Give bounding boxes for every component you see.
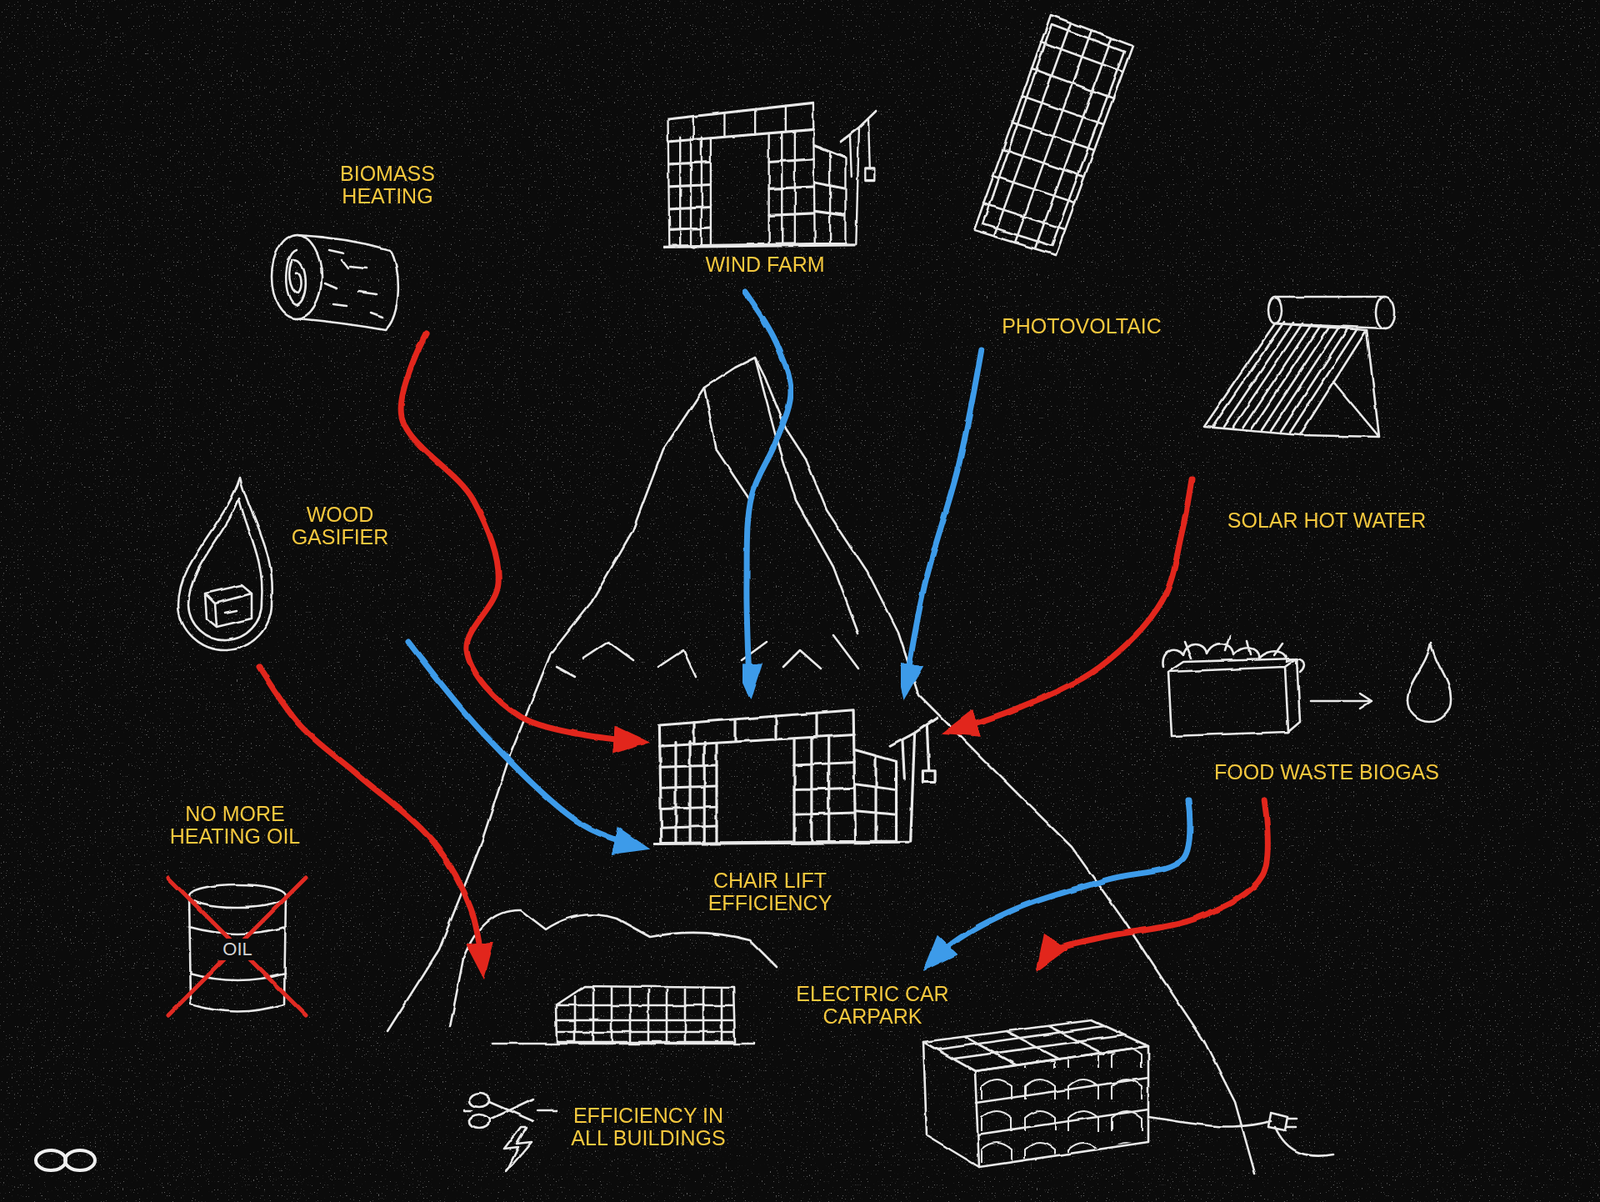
energy-arrow xyxy=(949,479,1192,731)
energy-item: PHOTOVOLTAIC xyxy=(970,12,1184,350)
energy-item: EFFICIENCY IN ALL BUILDINGS xyxy=(462,979,742,1184)
energy-arrow xyxy=(928,800,1190,965)
energy-label: FOOD WASTE BIOGAS xyxy=(1214,760,1440,785)
conversion-arrow xyxy=(1310,693,1372,709)
logo-ring xyxy=(35,1150,66,1170)
water-tank-end xyxy=(1268,296,1282,324)
collector-stand xyxy=(1300,330,1380,437)
energy-arrow xyxy=(905,350,982,692)
collector-tubes xyxy=(1213,321,1358,433)
logo-ring xyxy=(65,1150,95,1170)
chalet-building xyxy=(555,985,735,1042)
mountain-outline xyxy=(387,357,1255,1174)
carpark-front xyxy=(975,1045,1149,1167)
energy-item: CHAIR LIFT EFFICIENCY xyxy=(650,700,942,921)
cross-out xyxy=(168,877,306,1015)
solar-panel-frame xyxy=(974,15,1133,255)
chair-lift-station xyxy=(653,710,938,845)
food-basket xyxy=(1168,658,1300,736)
energy-item: BIOMASS HEATING xyxy=(266,158,454,334)
log-body xyxy=(296,235,399,330)
energy-arrow xyxy=(1040,800,1268,965)
carpark-side xyxy=(923,1041,980,1167)
energy-item: NO MORE HEATING OIL xyxy=(148,791,322,1025)
energy-arrow xyxy=(408,641,643,847)
gas-drop-inner xyxy=(188,498,262,640)
energy-label: WIND FARM xyxy=(705,253,825,277)
wood-block xyxy=(205,585,252,627)
energy-label: CHAIR LIFT EFFICIENCY xyxy=(686,869,854,915)
carpark-front-arches xyxy=(976,1047,1147,1165)
energy-item: FOOD WASTE BIOGAS xyxy=(1150,637,1467,800)
energy-label: SOLAR HOT WATER xyxy=(1227,509,1426,533)
gas-drop xyxy=(178,477,273,650)
sketch-lines xyxy=(178,15,1451,1174)
energy-item: WIND FARM xyxy=(658,91,884,292)
energy-item: WOOD GASIFIER xyxy=(170,466,409,667)
energy-label: ELECTRIC CAR CARPARK xyxy=(780,982,965,1029)
energy-item: SOLAR HOT WATER xyxy=(1191,291,1450,542)
scissors-handle xyxy=(469,1114,490,1128)
energy-item: ELECTRIC CAR CARPARK xyxy=(777,970,1155,1167)
foothills xyxy=(450,910,777,1027)
energy-label: WOOD GASIFIER xyxy=(277,503,403,550)
scissors-handle xyxy=(469,1093,490,1107)
mountain-ridge xyxy=(704,357,859,634)
barrel-label: OIL xyxy=(219,938,255,960)
charging-cable xyxy=(1148,1112,1334,1156)
vegetables xyxy=(1162,635,1304,672)
energy-label: EFFICIENCY IN ALL BUILDINGS xyxy=(559,1104,739,1150)
water-tank-end xyxy=(1375,296,1395,329)
biogas-drop xyxy=(1407,642,1451,722)
solar-panel-cells xyxy=(983,22,1123,249)
snow-line xyxy=(556,635,859,677)
log-rings xyxy=(285,250,306,305)
log-end xyxy=(271,235,322,319)
energy-label: PHOTOVOLTAIC xyxy=(1001,315,1162,339)
scissors-blades xyxy=(464,1098,556,1121)
energy-label: BIOMASS HEATING xyxy=(325,162,450,209)
lightning-bolt xyxy=(504,1126,532,1171)
wind-farm-station xyxy=(663,102,876,247)
log-bark xyxy=(325,250,383,317)
energy-label: NO MORE HEATING OIL xyxy=(151,802,319,849)
energy-arrow xyxy=(745,291,791,692)
logo xyxy=(35,1150,95,1170)
energy-arrow xyxy=(259,666,484,971)
oil-barrel-top xyxy=(189,884,286,908)
